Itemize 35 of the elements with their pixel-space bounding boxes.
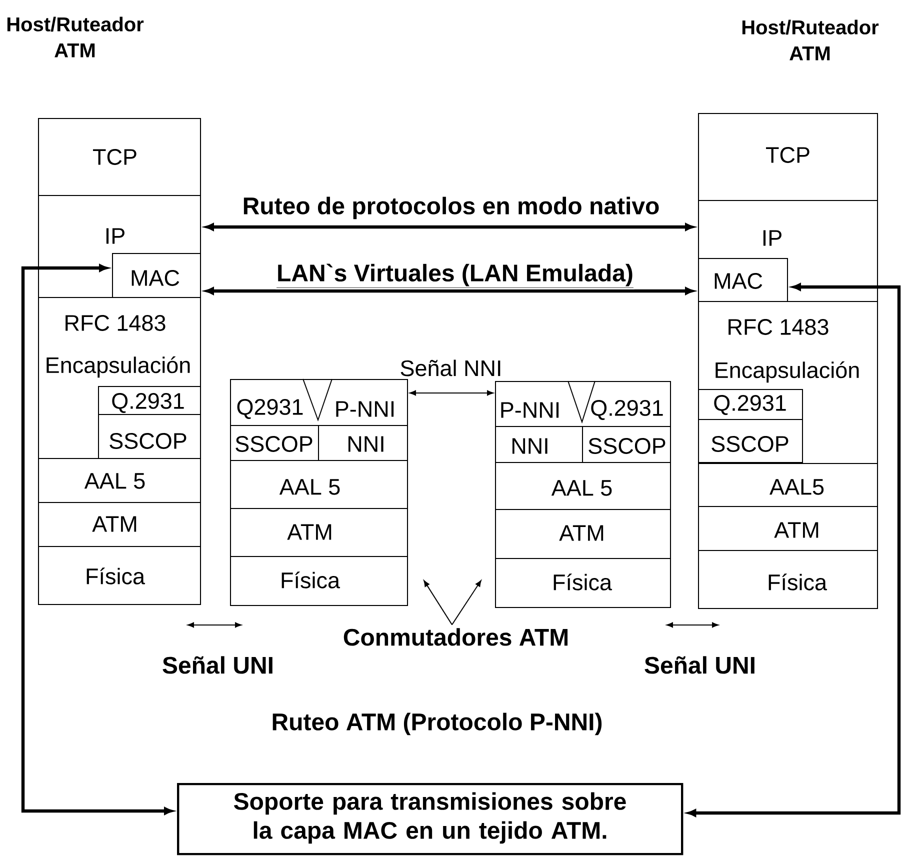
layer-cell: SSCOP: [582, 426, 671, 463]
layer-cell: MAC: [112, 252, 201, 298]
layer-cell: Física: [230, 556, 408, 606]
edge-label: Señal NNI: [398, 358, 504, 378]
arrow: [452, 580, 482, 626]
layer-cell: Q.2931: [98, 386, 201, 415]
layer-cell: NNI: [318, 424, 408, 461]
edge-label: Señal UNI: [161, 655, 276, 675]
diagram-label: Ruteo ATM (Protocolo P-NNI): [272, 712, 602, 736]
layer-cell: AAL 5: [230, 460, 408, 509]
layer-cell: TCP: [38, 118, 201, 196]
note-box: Soporte para transmisiones sobre la capa MAC en un tejido ATM.: [177, 782, 684, 856]
edge-label: Ruteo de protocolos en modo nativo: [241, 196, 661, 220]
arrow: [424, 580, 452, 626]
layer-cell: Física: [38, 546, 201, 605]
layer-cell: Física: [495, 558, 671, 608]
layer-cell: ATM: [495, 508, 671, 559]
switch-caption: Conmutadores ATM: [344, 628, 568, 646]
stack-heading: Host/Ruteador ATM: [7, 16, 144, 58]
double-arrow: [410, 390, 494, 396]
double-arrow: [188, 622, 242, 628]
layer-cell: Q.2931: [591, 400, 663, 420]
layer-cell: P-NNI: [336, 401, 394, 417]
layer-cell: TCP: [698, 112, 878, 201]
layer-cell: ATM: [38, 502, 201, 547]
layer-cell: AAL 5: [495, 462, 671, 510]
layer-cell: NNI: [495, 426, 583, 463]
stack-heading: Host/Ruteador ATM: [742, 20, 879, 60]
layer-cell: Q2931: [237, 399, 303, 419]
layer-cell: ATM: [230, 508, 408, 557]
layer-cell: AAL 5: [38, 458, 201, 503]
layer-cell: P-NNI: [501, 402, 559, 418]
edge-label: LAN`s Virtuales (LAN Emulada): [276, 262, 634, 290]
layer-cell: SSCOP: [98, 414, 201, 459]
layer-cell: SSCOP: [230, 424, 319, 461]
